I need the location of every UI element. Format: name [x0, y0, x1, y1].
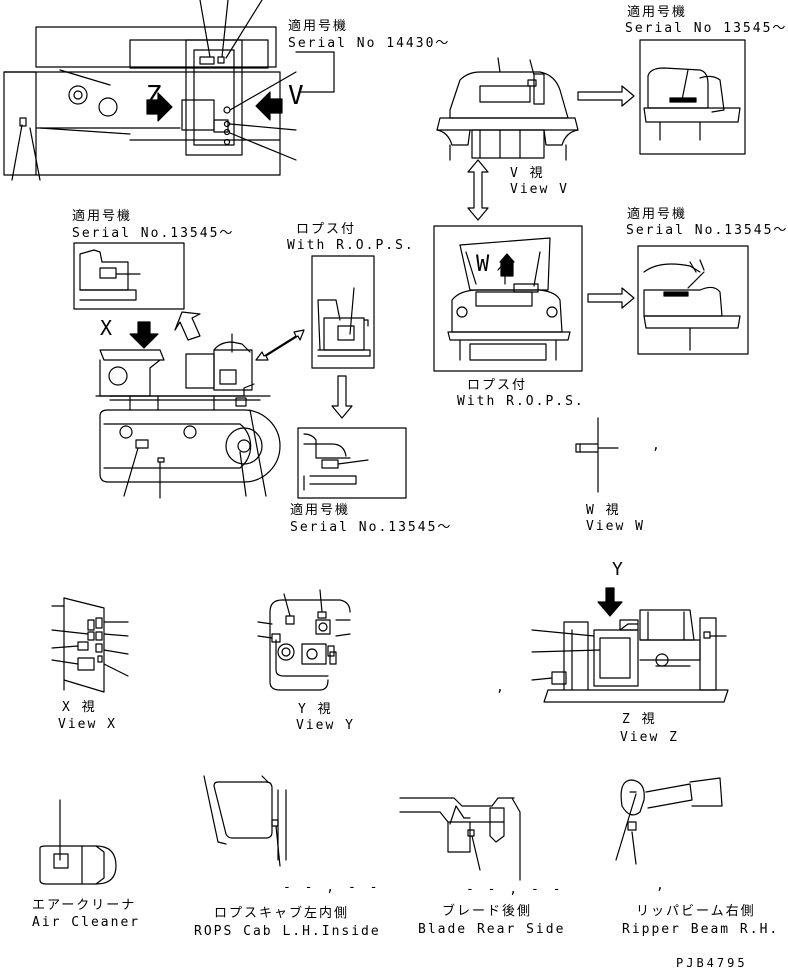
arrow-y-icon: [597, 587, 623, 617]
serial-note-jp: 適用号機: [288, 19, 349, 34]
serial-note-jp: 適用号機: [627, 5, 688, 20]
serial-box-center: [297, 427, 407, 499]
serial-note-jp: 適用号機: [290, 503, 351, 518]
view-x-detail: [51, 597, 129, 693]
serial-box-view-v: [639, 39, 746, 155]
serial-note-jp: 適用号機: [627, 207, 688, 222]
view-w-en: View W: [586, 519, 645, 534]
ripper-en: Ripper Beam R.H.: [622, 922, 780, 937]
view-y-jp: Y 視: [298, 702, 333, 717]
comma-mark: ,: [652, 438, 662, 453]
arrow-right-icon: [577, 85, 635, 107]
air-cleaner-detail: [39, 799, 117, 885]
view-letter-w: W: [476, 252, 490, 277]
blade-detail: [399, 797, 521, 881]
rops-cab-detail: [203, 775, 287, 867]
ripper-jp: リッパビーム右側: [636, 904, 756, 919]
arrow-down-icon: [331, 375, 353, 419]
rops-label-en: With R.O.P.S.: [287, 238, 415, 253]
blade-jp: ブレード後側: [442, 904, 533, 919]
serial-note-en: Serial No 13545～: [625, 21, 788, 36]
parts-diagram-page: { "drawing_number": "PJB4795", "serial_n…: [3, 0, 787, 970]
arrow-z-icon: [146, 92, 173, 122]
rops-label-jp: ロプス付: [296, 222, 357, 237]
serial-note-en: Serial No.13545～: [626, 223, 788, 238]
serial-note-en: Serial No.13545～: [290, 520, 453, 535]
view-z-en: View Z: [620, 730, 679, 745]
view-z-jp: Z 視: [622, 712, 657, 727]
view-x-jp: X 視: [62, 700, 97, 715]
rops-cab-en: ROPS Cab L.H.Inside: [194, 924, 381, 939]
view-v-en: View V: [510, 182, 569, 197]
serial-note-en: Serial No.13545～: [72, 226, 235, 241]
view-v-machine: [436, 57, 579, 161]
air-cleaner-en: Air Cleaner: [32, 915, 141, 930]
serial-box-view-w: [637, 245, 749, 355]
line-drawing: [3, 0, 749, 885]
drawing-number: PJB4795: [676, 956, 748, 970]
view-w-detail: [575, 417, 619, 493]
comma-mark: ,: [496, 680, 506, 695]
view-y-detail: [257, 589, 351, 691]
comma-mark: ,: [656, 878, 666, 893]
rops-label-jp: ロプス付: [467, 378, 528, 393]
blade-en: Blade Rear Side: [418, 922, 566, 937]
arrow-v-icon: [255, 91, 283, 121]
view-w-box: [433, 225, 583, 372]
view-letter-y: Y: [612, 559, 623, 580]
double-arrow-rops-icon: [255, 329, 305, 361]
view-z-detail: [531, 587, 729, 703]
view-w-jp: W 視: [586, 503, 621, 518]
dash-mark: - - , - -: [283, 880, 381, 895]
dash-mark: - - , - -: [466, 882, 564, 897]
arrow-up-left-icon: [174, 311, 201, 341]
view-v-jp: V 視: [510, 166, 545, 181]
serial-box-x-side: [73, 242, 185, 310]
serial-note-en: Serial No 14430～: [288, 36, 451, 51]
view-letter-v: V: [288, 81, 304, 111]
top-view-machine: [3, 0, 335, 181]
rops-label-en: With R.O.P.S.: [457, 394, 585, 409]
air-cleaner-jp: エアークリーナ: [32, 898, 137, 913]
serial-note-jp: 適用号機: [72, 209, 133, 224]
view-y-en: View Y: [296, 718, 355, 733]
double-arrow-v-w-icon: [467, 159, 489, 221]
view-letter-z: Z: [146, 81, 162, 111]
arrow-right-icon: [587, 287, 635, 309]
view-letter-x: X: [100, 316, 113, 340]
view-x-en: View X: [58, 717, 117, 732]
rops-cab-jp: ロプスキャブ左内側: [214, 906, 350, 921]
ripper-detail: [615, 777, 723, 865]
arrow-x-icon: [129, 321, 159, 349]
side-view-machine: [95, 321, 281, 499]
rops-side-box: [311, 255, 375, 369]
